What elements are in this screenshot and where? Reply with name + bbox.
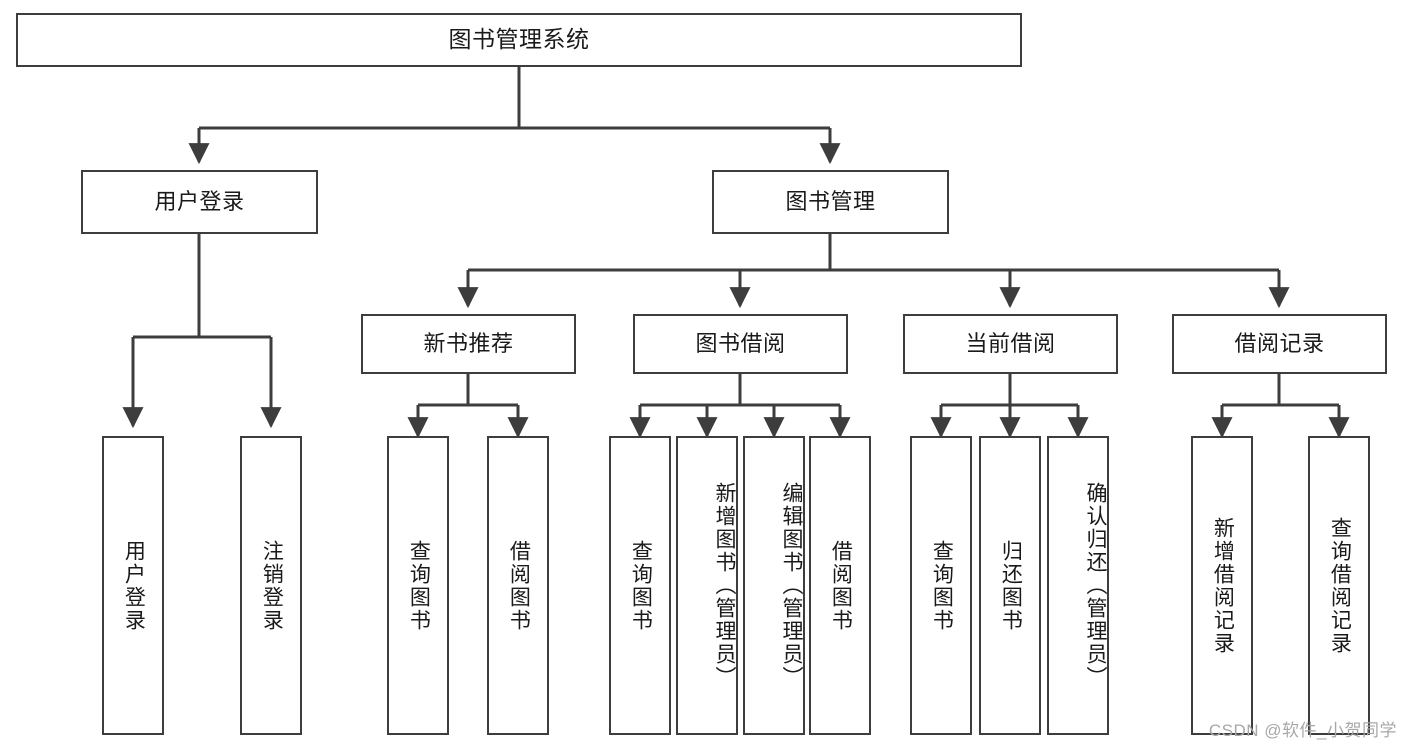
node-label: 图书借阅 [695,330,786,356]
node-new-book-recommendation[interactable]: 新书推荐 [361,314,576,374]
node-label: 图书管理 [785,188,876,214]
leaf-add-borrow-record[interactable]: 新增借阅记录 [1191,436,1253,735]
node-label: 查询图书 [407,539,431,632]
leaf-return-books[interactable]: 归还图书 [979,436,1041,735]
node-label: 确认归还（管理员） [1084,482,1107,689]
node-label: 用户登录 [122,539,146,632]
node-label: 图书管理系统 [448,26,590,53]
leaf-query-borrow-record[interactable]: 查询借阅记录 [1308,436,1370,735]
node-borrowing-records[interactable]: 借阅记录 [1172,314,1387,374]
node-label: 归还图书 [999,539,1023,632]
leaf-logout[interactable]: 注销登录 [240,436,302,735]
leaf-edit-book-admin[interactable]: 编辑图书（管理员） [743,436,805,735]
node-user-login[interactable]: 用户登录 [81,170,318,234]
node-book-borrowing[interactable]: 图书借阅 [633,314,848,374]
node-label: 查询借阅记录 [1328,516,1352,655]
node-root-book-management-system[interactable]: 图书管理系统 [16,13,1022,67]
node-label: 新增图书（管理员） [713,482,736,689]
node-label: 借阅图书 [507,539,531,632]
watermark-text: CSDN @软件_小贺同学 [1208,721,1397,740]
node-label: 查询图书 [629,539,653,632]
node-label: 注销登录 [260,539,284,632]
node-label: 用户登录 [154,188,245,214]
leaf-borrow-books[interactable]: 借阅图书 [809,436,871,735]
leaf-confirm-return-admin[interactable]: 确认归还（管理员） [1047,436,1109,735]
leaf-query-books-borrow[interactable]: 查询图书 [609,436,671,735]
leaf-query-books-newbook[interactable]: 查询图书 [387,436,449,735]
node-label: 编辑图书（管理员） [780,482,803,689]
node-label: 新增借阅记录 [1211,516,1235,655]
node-label: 借阅图书 [829,539,853,632]
node-book-management[interactable]: 图书管理 [712,170,949,234]
leaf-user-login[interactable]: 用户登录 [102,436,164,735]
leaf-borrow-books-newbook[interactable]: 借阅图书 [487,436,549,735]
node-label: 当前借阅 [965,330,1056,356]
leaf-query-books-current[interactable]: 查询图书 [910,436,972,735]
node-current-borrowing[interactable]: 当前借阅 [903,314,1118,374]
node-label: 借阅记录 [1234,330,1325,356]
node-label: 查询图书 [930,539,954,632]
leaf-add-book-admin[interactable]: 新增图书（管理员） [676,436,738,735]
node-label: 新书推荐 [423,330,514,356]
